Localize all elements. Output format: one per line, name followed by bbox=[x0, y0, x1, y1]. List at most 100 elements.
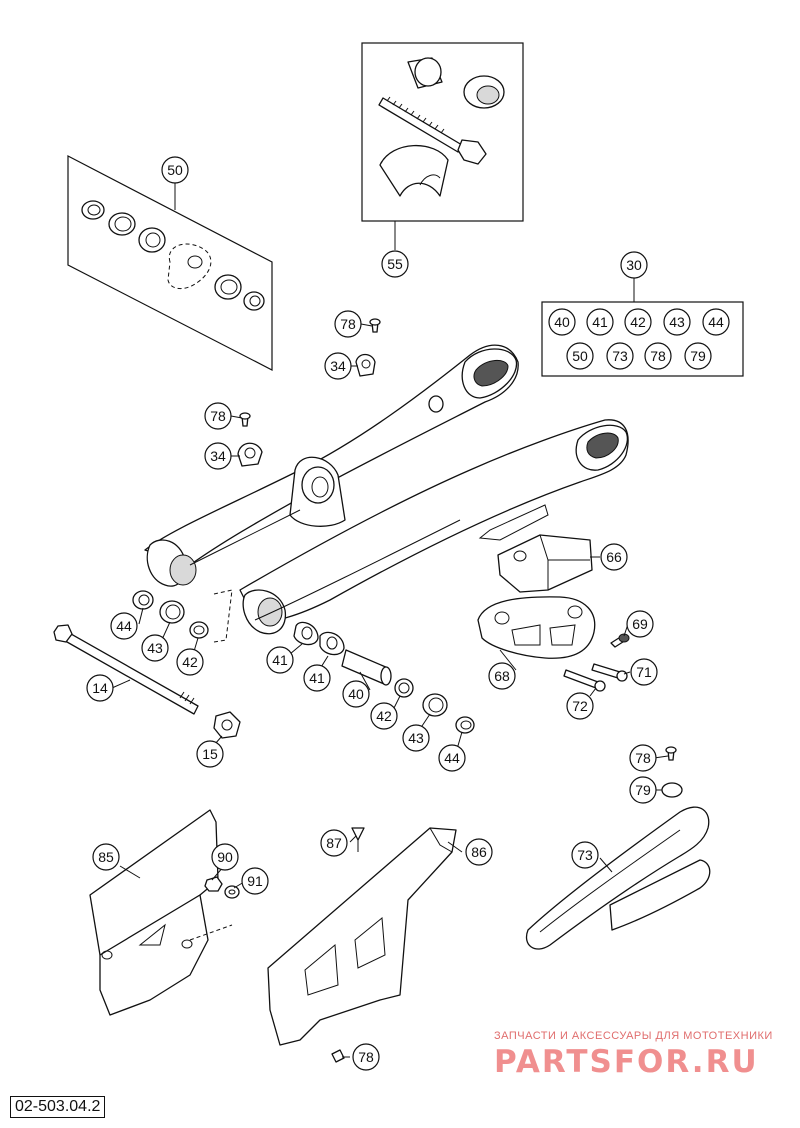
callout-34-b: 34 bbox=[204, 442, 232, 470]
callout-55: 55 bbox=[381, 250, 409, 278]
svg-text:41: 41 bbox=[592, 314, 608, 330]
kit50-seal-2 bbox=[243, 291, 265, 311]
callout-34-a: 34 bbox=[324, 352, 352, 380]
callout-66: 66 bbox=[600, 543, 628, 571]
callout-85: 85 bbox=[92, 843, 120, 871]
bearing-kit-50-box bbox=[67, 155, 273, 371]
callout-90: 90 bbox=[211, 843, 239, 871]
svg-text:71: 71 bbox=[636, 664, 652, 680]
svg-text:44: 44 bbox=[708, 314, 724, 330]
clamp-34-a bbox=[355, 353, 376, 377]
screw-78-d bbox=[331, 1049, 345, 1063]
callouts: 50 55 30 40 41 42 43 44 50 73 78 79 78 3… bbox=[86, 156, 730, 1071]
svg-text:43: 43 bbox=[147, 640, 163, 656]
kit-callout-50: 50 bbox=[566, 342, 594, 370]
callout-40: 40 bbox=[342, 680, 370, 708]
callout-71: 71 bbox=[630, 658, 658, 686]
washer-91 bbox=[224, 885, 240, 899]
callout-41-a: 41 bbox=[266, 646, 294, 674]
svg-text:86: 86 bbox=[471, 844, 487, 860]
callout-44-right: 44 bbox=[438, 744, 466, 772]
swingarm-guard-86 bbox=[267, 827, 457, 1046]
svg-text:43: 43 bbox=[408, 730, 424, 746]
callout-43-left: 43 bbox=[141, 634, 169, 662]
kit-callout-73: 73 bbox=[606, 342, 634, 370]
svg-text:50: 50 bbox=[572, 348, 588, 364]
watermark-logo: PARTSFOR.RU bbox=[494, 1044, 759, 1080]
svg-text:78: 78 bbox=[210, 408, 226, 424]
callout-78-b: 78 bbox=[204, 402, 232, 430]
callout-86: 86 bbox=[465, 838, 493, 866]
svg-text:91: 91 bbox=[247, 873, 263, 889]
svg-text:66: 66 bbox=[606, 549, 622, 565]
kit-callout-78: 78 bbox=[644, 342, 672, 370]
svg-text:44: 44 bbox=[116, 618, 132, 634]
svg-text:43: 43 bbox=[669, 314, 685, 330]
svg-text:68: 68 bbox=[494, 668, 510, 684]
callout-73: 73 bbox=[571, 841, 599, 869]
screw-78-c bbox=[665, 746, 677, 761]
kit55-sleeve bbox=[379, 144, 449, 197]
document-code: 02-503.04.2 bbox=[10, 1096, 106, 1118]
callout-15: 15 bbox=[196, 740, 224, 768]
svg-text:14: 14 bbox=[92, 680, 108, 696]
watermark-caption: ЗАПЧАСТИ И АКСЕССУАРЫ ДЛЯ МОТОТЕХНИКИ bbox=[494, 1030, 773, 1042]
svg-text:73: 73 bbox=[577, 847, 593, 863]
callout-41-b: 41 bbox=[303, 664, 331, 692]
callout-91: 91 bbox=[241, 867, 269, 895]
callout-72: 72 bbox=[566, 692, 594, 720]
svg-text:34: 34 bbox=[330, 358, 346, 374]
kit50-pivot-outline bbox=[167, 243, 212, 289]
kit-callout-41: 41 bbox=[586, 308, 614, 336]
callout-87: 87 bbox=[320, 829, 348, 857]
seal-44-right bbox=[455, 716, 475, 734]
svg-text:72: 72 bbox=[572, 698, 588, 714]
svg-text:79: 79 bbox=[635, 782, 651, 798]
bearing-43-left bbox=[159, 600, 185, 624]
svg-text:15: 15 bbox=[202, 746, 218, 762]
nut-90 bbox=[204, 876, 223, 892]
svg-text:69: 69 bbox=[632, 616, 648, 632]
callout-43-right: 43 bbox=[402, 724, 430, 752]
callout-69: 69 bbox=[626, 610, 654, 638]
callout-44-left: 44 bbox=[110, 612, 138, 640]
svg-text:41: 41 bbox=[272, 652, 288, 668]
callout-42-right: 42 bbox=[370, 702, 398, 730]
callout-30: 30 bbox=[620, 251, 648, 279]
svg-text:73: 73 bbox=[612, 348, 628, 364]
svg-text:78: 78 bbox=[358, 1049, 374, 1065]
kit-callout-44: 44 bbox=[702, 308, 730, 336]
svg-text:44: 44 bbox=[444, 750, 460, 766]
kit-callout-79: 79 bbox=[684, 342, 712, 370]
sleeve-40 bbox=[341, 649, 392, 686]
callout-79: 79 bbox=[629, 776, 657, 804]
svg-text:78: 78 bbox=[635, 750, 651, 766]
callout-78-d: 78 bbox=[352, 1043, 380, 1071]
svg-text:40: 40 bbox=[554, 314, 570, 330]
screw-78-b bbox=[239, 412, 251, 427]
chain-guide-bracket-68 bbox=[477, 596, 596, 659]
callout-78-a: 78 bbox=[334, 310, 362, 338]
svg-text:79: 79 bbox=[690, 348, 706, 364]
svg-text:41: 41 bbox=[309, 670, 325, 686]
callout-78-c: 78 bbox=[629, 744, 657, 772]
nut-15 bbox=[213, 711, 241, 739]
screw-71 bbox=[591, 663, 628, 682]
callout-50-kit: 50 bbox=[161, 156, 189, 184]
pivot-axle-14 bbox=[53, 624, 199, 715]
svg-text:50: 50 bbox=[167, 162, 183, 178]
callout-14: 14 bbox=[86, 674, 114, 702]
svg-text:34: 34 bbox=[210, 448, 226, 464]
shock-bushing-kit-55-box bbox=[361, 42, 524, 250]
ring-42-left bbox=[189, 621, 209, 639]
screw-78-a bbox=[369, 318, 381, 333]
seal-44-left bbox=[132, 590, 154, 610]
chain-slider-73 bbox=[525, 806, 711, 950]
svg-text:78: 78 bbox=[650, 348, 666, 364]
chain-guide-66 bbox=[497, 534, 593, 593]
kit50-bearing-2 bbox=[214, 274, 242, 300]
chain-guard-85 bbox=[89, 809, 219, 1016]
svg-text:42: 42 bbox=[630, 314, 646, 330]
svg-text:42: 42 bbox=[182, 654, 198, 670]
